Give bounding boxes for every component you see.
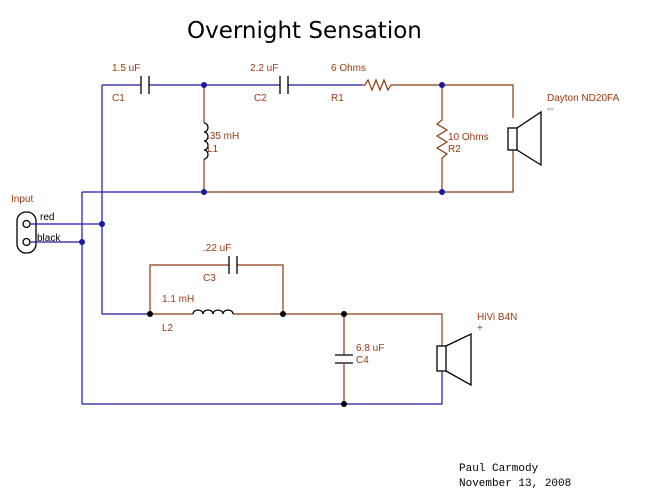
r1-value: 6 Ohms bbox=[331, 63, 366, 74]
woofer-polarity: + bbox=[477, 323, 483, 334]
inductor-l1 bbox=[203, 122, 209, 160]
l2-ref: L2 bbox=[162, 323, 174, 334]
resistor-r1 bbox=[362, 78, 394, 92]
l1-value: .35 mH bbox=[207, 131, 239, 142]
woofer-series-wire bbox=[102, 313, 443, 346]
input-heading: Input bbox=[11, 194, 33, 205]
junction-dots bbox=[79, 82, 445, 407]
c2-ref: C2 bbox=[254, 93, 267, 104]
woofer-speaker-icon bbox=[436, 332, 472, 387]
resistor-r2 bbox=[435, 85, 449, 192]
c1-ref: C1 bbox=[112, 93, 125, 104]
c3-ref: C3 bbox=[203, 273, 216, 284]
input-black-label: black bbox=[37, 233, 61, 244]
woofer-name: HiVi B4N bbox=[477, 312, 517, 323]
c4-value: 6.8 uF bbox=[356, 343, 384, 354]
c2-value: 2.2 uF bbox=[250, 63, 278, 74]
tweeter-name: Dayton ND20FA bbox=[547, 93, 620, 104]
c3-bypass-wire bbox=[149, 264, 284, 314]
capacitor-c4 bbox=[335, 354, 353, 364]
l1-ref: L1 bbox=[207, 144, 219, 155]
c1-value: 1.5 uF bbox=[112, 63, 140, 74]
author-date: November 13, 2008 bbox=[459, 478, 571, 490]
r2-value: 10 Ohms bbox=[448, 132, 489, 143]
l2-value: 1.1 mH bbox=[162, 294, 194, 305]
tweeter-speaker-icon bbox=[507, 110, 542, 167]
capacitor-c3 bbox=[228, 256, 238, 274]
c3-value: .22 uF bbox=[203, 243, 231, 254]
tweeter-polarity: -- bbox=[547, 104, 554, 115]
woofer-return-wire bbox=[82, 371, 443, 405]
inductor-l2 bbox=[192, 309, 234, 315]
input-red-label: red bbox=[40, 212, 54, 223]
diagram-title: Overnight Sensation bbox=[187, 18, 422, 44]
author-name: Paul Carmody bbox=[459, 463, 539, 475]
tweeter-top-wire bbox=[101, 84, 514, 314]
tweeter-return-wire bbox=[81, 150, 514, 404]
r2-ref: R2 bbox=[448, 144, 461, 155]
r1-ref: R1 bbox=[331, 93, 344, 104]
capacitor-c1 bbox=[140, 76, 150, 94]
capacitor-c2 bbox=[279, 76, 289, 94]
c4-ref: C4 bbox=[356, 355, 369, 366]
input-jack-icon bbox=[16, 211, 37, 254]
